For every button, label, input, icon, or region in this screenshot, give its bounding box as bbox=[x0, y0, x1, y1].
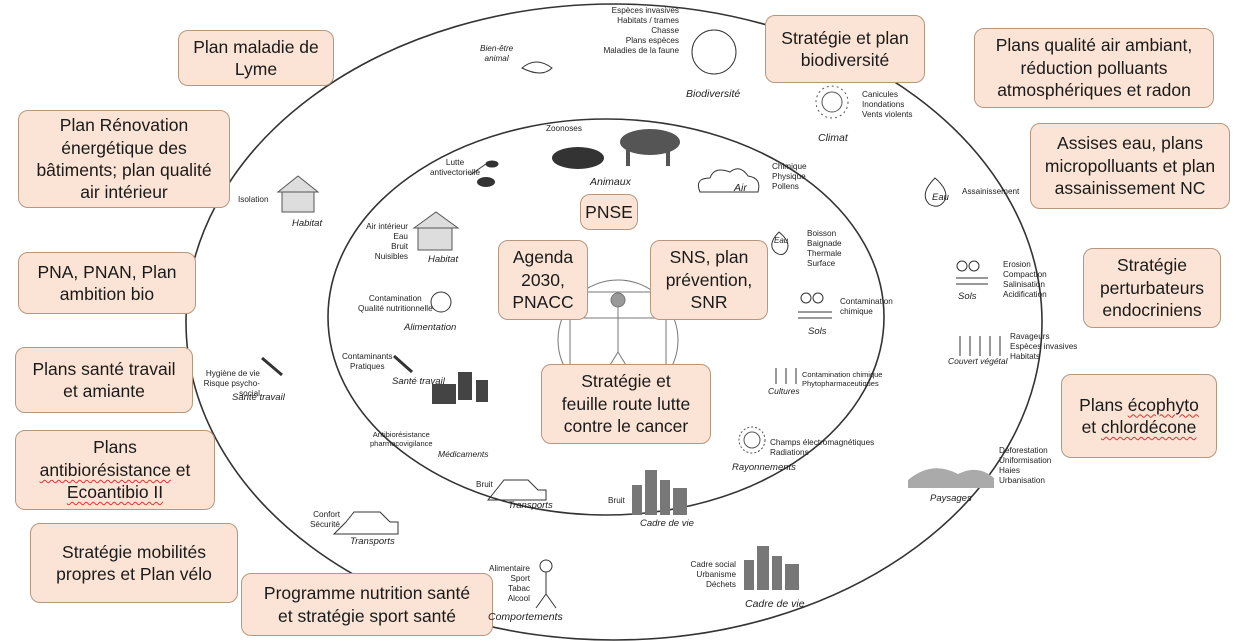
travail-outer-items: Hygiène de vie Risque psycho-social bbox=[203, 369, 260, 398]
transports-inner-category: Transports bbox=[508, 500, 553, 511]
plants-icon-cultures bbox=[775, 368, 797, 384]
outer-ellipse bbox=[185, 3, 1043, 641]
habitat-outer-category: Habitat bbox=[292, 218, 323, 229]
climat-category: Climat bbox=[818, 132, 848, 144]
zoonoses-label: Zoonoses bbox=[546, 124, 582, 133]
cadre-outer-items: Cadre social Urbanisme Déchets bbox=[690, 560, 736, 589]
city-icon-inner bbox=[632, 470, 687, 515]
mosquito-icon bbox=[469, 160, 499, 176]
paysages-category: Paysages bbox=[930, 493, 972, 504]
comportements-category: Comportements bbox=[488, 611, 563, 623]
drop-icon-inner bbox=[771, 231, 789, 256]
animaux-category: Animaux bbox=[590, 176, 631, 188]
habitat-inner-items: Air intérieur Eau Bruit Nuisibles bbox=[366, 222, 408, 261]
bien-etre-label: Bien-être animal bbox=[480, 44, 514, 63]
plants-icon-couvert bbox=[959, 336, 1001, 356]
pna-box: PNA, PNAN, Plan ambition bio bbox=[18, 252, 196, 314]
couvert-items: Ravageurs Espèces invasives Habitats bbox=[1010, 332, 1078, 361]
wrench-icon-outer bbox=[261, 356, 283, 377]
rayonnements-category: Rayonnements bbox=[732, 462, 796, 473]
sns-box: SNS, plan prévention, SNR bbox=[650, 240, 768, 320]
soil-icon-outer bbox=[956, 260, 988, 285]
cadre-inner-category: Cadre de vie bbox=[640, 518, 694, 529]
transports-outer-items: Confort Sécurité bbox=[309, 510, 340, 529]
alimentation-items: Contamination Qualité nutritionnelle bbox=[358, 294, 433, 313]
air-items: Chimique Physique Pollens bbox=[772, 162, 807, 191]
city-icon-outer bbox=[744, 546, 799, 590]
boar-icon bbox=[552, 147, 604, 169]
drop-icon-outer bbox=[924, 177, 947, 207]
renovation-box: Plan Rénovation énergétique des bâtiment… bbox=[18, 110, 230, 208]
comportements-items: Alimentaire Sport Tabac Alcool bbox=[489, 564, 530, 603]
globe-icon bbox=[691, 29, 737, 75]
eau-outer-category: Eau bbox=[932, 192, 949, 203]
wrench-icon-inner bbox=[393, 354, 413, 374]
air-category: Air bbox=[734, 182, 747, 194]
agenda-box: Agenda 2030, PNACC bbox=[498, 240, 588, 320]
mobilite-box: Stratégie mobilités propres et Plan vélo bbox=[30, 523, 238, 603]
eau-box: Assises eau, plans micropolluants et pla… bbox=[1030, 123, 1230, 209]
house-icon-inner bbox=[412, 211, 460, 251]
car-icon-inner bbox=[486, 479, 547, 501]
rat-icon bbox=[477, 177, 495, 187]
couvert-category: Couvert végétal bbox=[948, 356, 1008, 366]
medicaments-items: Antibiorésistance pharmacovigilance bbox=[370, 430, 433, 449]
landscape-icon bbox=[908, 468, 994, 488]
biodiversite-items: Espèces invasives Habitats / trames Chas… bbox=[603, 6, 679, 55]
travail-inner-category: Santé travail bbox=[392, 376, 445, 387]
sun-icon bbox=[815, 85, 849, 119]
transports-inner-items: Bruit bbox=[476, 480, 493, 489]
travail-inner-items: Contaminants Pratiques bbox=[342, 352, 393, 371]
travail-outer-category: Santé travail bbox=[232, 392, 285, 403]
alimentation-category: Alimentation bbox=[404, 322, 457, 333]
transports-outer-category: Transports bbox=[350, 536, 395, 547]
nutrition-box: Programme nutrition santé et stratégie s… bbox=[241, 573, 493, 636]
habitat-inner-category: Habitat bbox=[428, 254, 459, 265]
cancer-box: Stratégie et feuille route lutte contre … bbox=[541, 364, 711, 444]
cadre-outer-category: Cadre de vie bbox=[745, 598, 805, 610]
perturbateurs-box: Stratégie perturbateurs endocriniens bbox=[1083, 248, 1221, 328]
radiation-icon bbox=[738, 426, 766, 454]
lutte-label: Lutte antivectorielle bbox=[430, 158, 481, 177]
eau-inner-items: Boisson Baignade Thermale Surface bbox=[807, 229, 842, 268]
eau-inner-category: Eau bbox=[774, 236, 789, 245]
medicaments-category: Médicaments bbox=[438, 449, 489, 459]
air-box: Plans qualité air ambiant, réduction pol… bbox=[974, 28, 1214, 108]
soil-icon-inner bbox=[798, 292, 832, 319]
climat-items: Canicules Inondations Vents violents bbox=[862, 90, 913, 119]
pills-icon bbox=[432, 372, 488, 404]
person-icon bbox=[535, 559, 557, 609]
cow-icon bbox=[620, 129, 680, 166]
sols-inner-category: Sols bbox=[808, 326, 827, 337]
cadre-inner-items: Bruit bbox=[608, 496, 625, 505]
cultures-items: Contamination chimique Phytopharmaceutiq… bbox=[802, 370, 883, 389]
antibio-box: Plans antibiorésistance et Ecoantibio II bbox=[15, 430, 215, 510]
sante-travail-box: Plans santé travail et amiante bbox=[15, 347, 193, 413]
house-icon-outer bbox=[276, 175, 320, 213]
sols-outer-items: Erosion Compaction Salinisation Acidific… bbox=[1003, 260, 1047, 299]
ecophyto-box: Plans écophyto et chlordécone bbox=[1061, 374, 1217, 458]
sols-outer-category: Sols bbox=[958, 291, 977, 302]
paysages-items: Déforestation Uniformisation Haies Urban… bbox=[999, 446, 1052, 485]
apple-icon bbox=[430, 291, 452, 313]
cultures-category: Cultures bbox=[768, 386, 800, 396]
inner-ellipse bbox=[327, 118, 885, 516]
pnse-box: PNSE bbox=[580, 194, 638, 230]
eau-outer-items: Assainissement bbox=[962, 187, 1020, 196]
car-icon-outer bbox=[332, 511, 399, 535]
rayonnements-items: Champs électromagnétiques Radiations bbox=[770, 438, 875, 457]
sols-inner-items: Contamination chimique bbox=[840, 297, 893, 316]
biodiversite-category: Biodiversité bbox=[686, 88, 741, 100]
habitat-outer-items: Isolation bbox=[238, 195, 269, 204]
lyme-box: Plan maladie de Lyme bbox=[178, 30, 334, 86]
biodiversite-box: Stratégie et plan biodiversité bbox=[765, 15, 925, 83]
cloud-icon bbox=[697, 168, 760, 193]
hand-cat-icon bbox=[521, 61, 553, 74]
